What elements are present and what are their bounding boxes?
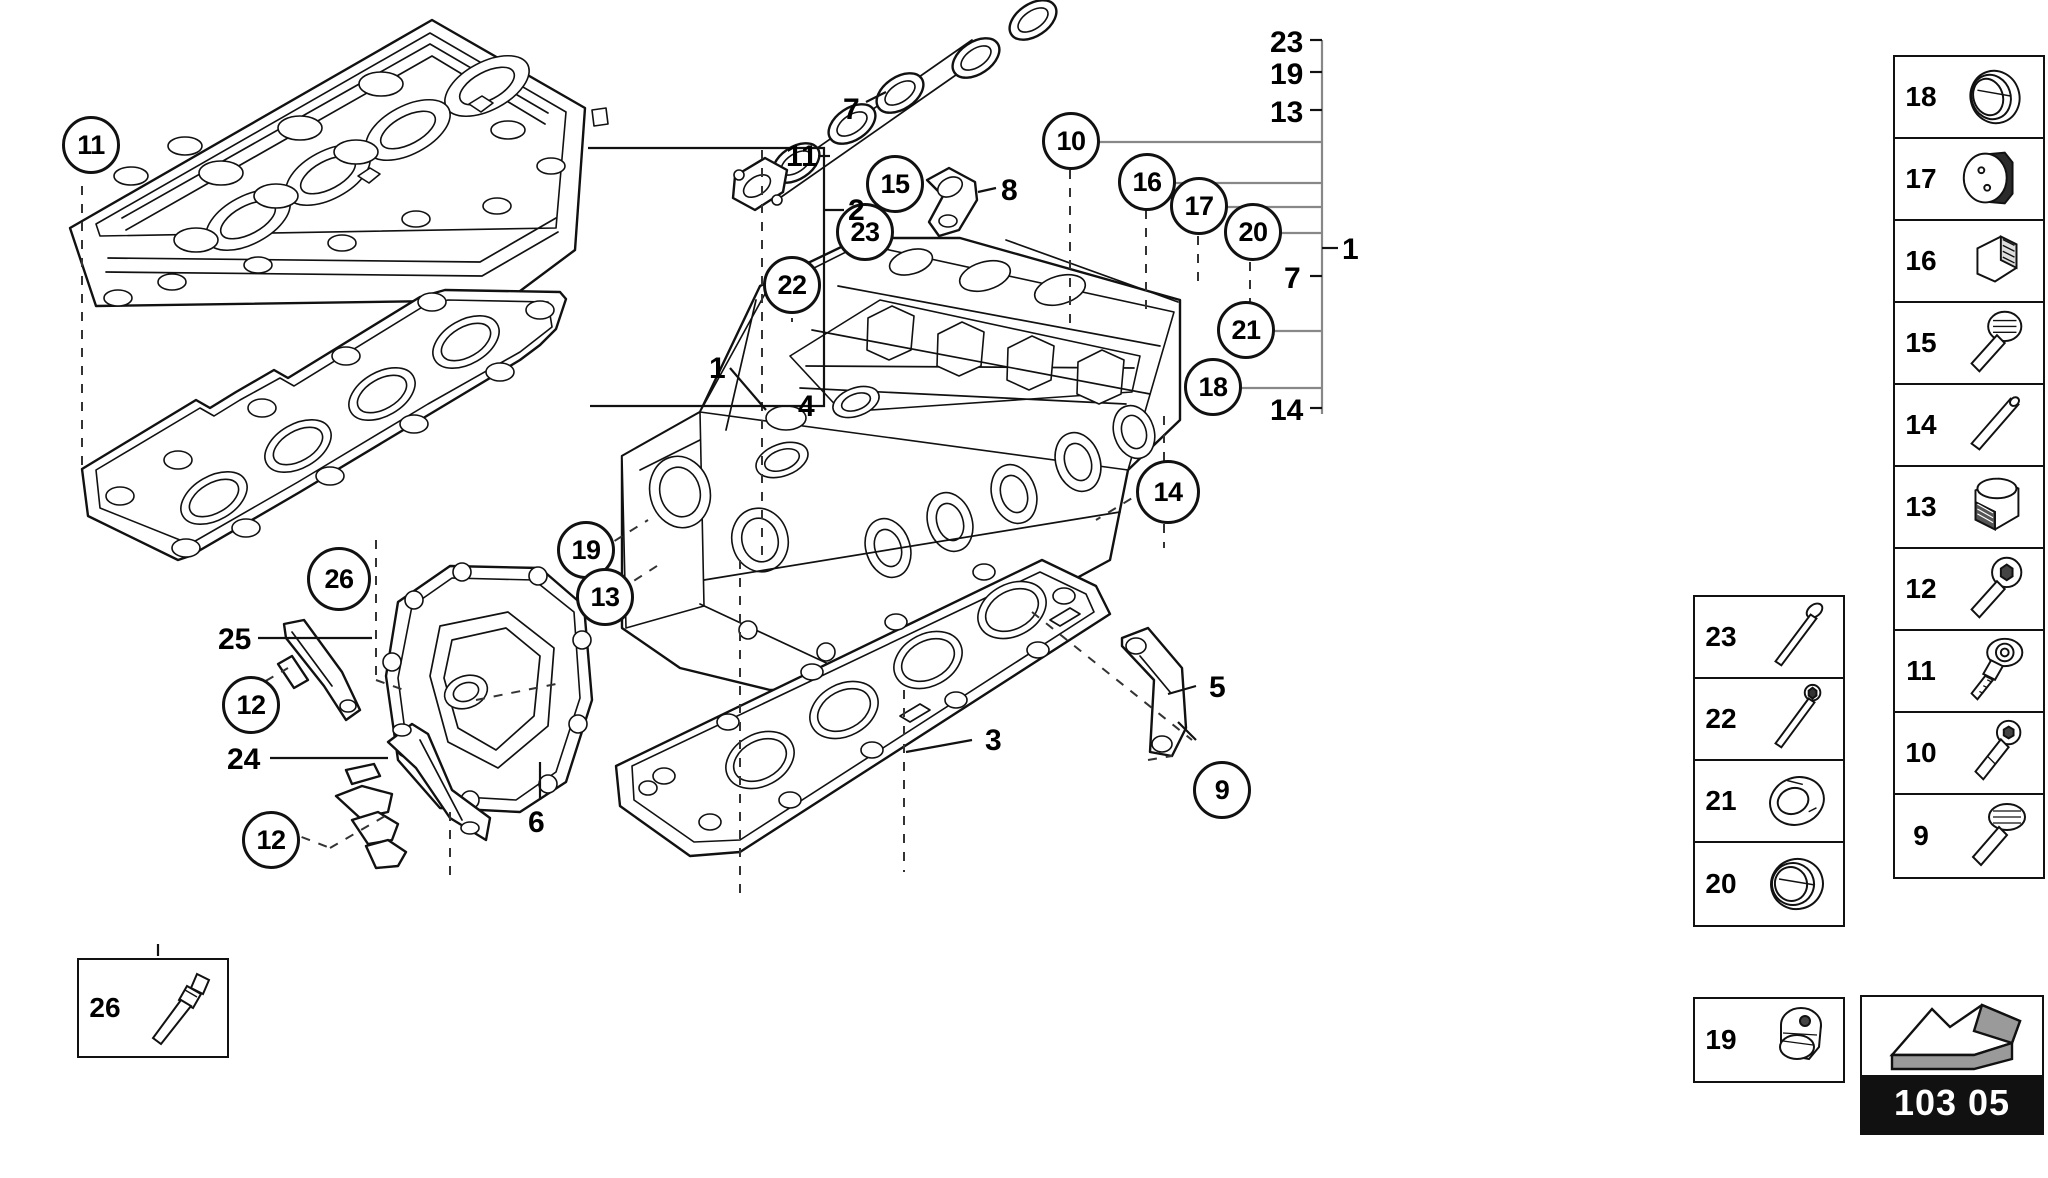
legend-row-12[interactable]: 12 bbox=[1895, 549, 2043, 631]
leader-label-7-top: 7 bbox=[843, 93, 860, 126]
sensor-screw-icon bbox=[1947, 631, 2043, 711]
legend-num-12: 12 bbox=[1905, 573, 1937, 604]
leader-label-19-right: 19 bbox=[1270, 58, 1304, 91]
cap-plug-icon bbox=[1947, 139, 2043, 219]
legend-row-22[interactable]: 22 bbox=[1695, 679, 1843, 761]
threaded-bushing-icon bbox=[1947, 467, 2043, 547]
part-lifting-eye bbox=[925, 166, 979, 238]
legend-num-26: 26 bbox=[89, 992, 121, 1023]
legend-num-14: 14 bbox=[1905, 409, 1937, 440]
leader-label-3: 3 bbox=[985, 724, 1002, 757]
callout-bubble-12-upper[interactable]: 12 bbox=[222, 676, 280, 734]
callout-bubble-16[interactable]: 16 bbox=[1118, 153, 1176, 211]
leader-label-4: 4 bbox=[798, 390, 815, 423]
legend-column-right: 18 17 16 15 bbox=[1893, 55, 2045, 879]
legend-num-21: 21 bbox=[1705, 785, 1737, 816]
socket-head-bolt-icon bbox=[1947, 713, 2043, 793]
leader-label-13-right: 13 bbox=[1270, 96, 1304, 129]
leader-label-8: 8 bbox=[1001, 174, 1018, 207]
legend-row-15[interactable]: 15 bbox=[1895, 303, 2043, 385]
callout-bubble-22[interactable]: 22 bbox=[763, 256, 821, 314]
long-stud-bolt-icon bbox=[1747, 597, 1843, 677]
part-cylinder-head-cover-gasket bbox=[80, 288, 568, 562]
callout-bubble-15[interactable]: 15 bbox=[866, 155, 924, 213]
leader-label-14-right: 14 bbox=[1270, 394, 1304, 427]
ring-seal-icon bbox=[1947, 57, 2043, 137]
temperature-sensor-icon bbox=[131, 960, 227, 1056]
legend-row-14[interactable]: 14 bbox=[1895, 385, 2043, 467]
callout-bubble-11[interactable]: 11 bbox=[62, 116, 120, 174]
part-intake-manifold-seal-set bbox=[731, 0, 1058, 212]
legend-num-23: 23 bbox=[1705, 621, 1737, 652]
callout-bubble-12-lower[interactable]: 12 bbox=[242, 811, 300, 869]
hex-socket-bolt-icon bbox=[1947, 549, 2043, 629]
part-cylinder-head-gasket bbox=[614, 558, 1112, 858]
leader-label-7-right: 7 bbox=[1284, 262, 1301, 295]
leader-label-2-bracket: 2 bbox=[848, 194, 865, 227]
long-screw-icon bbox=[1747, 679, 1843, 759]
leader-label-24: 24 bbox=[227, 743, 261, 776]
leader-label-1-right: 1 bbox=[1342, 233, 1359, 266]
legend-num-9: 9 bbox=[1913, 820, 1929, 851]
legend-row-13[interactable]: 13 bbox=[1895, 467, 2043, 549]
legend-num-17: 17 bbox=[1905, 163, 1937, 194]
callout-bubble-18[interactable]: 18 bbox=[1184, 358, 1242, 416]
callout-bubble-9[interactable]: 9 bbox=[1193, 761, 1251, 819]
page-corner-icon bbox=[1862, 997, 2042, 1075]
flange-bolt-icon bbox=[1947, 795, 2043, 877]
callout-bubble-26[interactable]: 26 bbox=[307, 547, 371, 611]
legend-num-13: 13 bbox=[1905, 491, 1937, 522]
callout-bubble-21[interactable]: 21 bbox=[1217, 301, 1275, 359]
part-bracket-clip bbox=[276, 618, 362, 722]
part-cylinder-head-cover bbox=[68, 18, 609, 308]
leader-label-1-left: 1 bbox=[709, 352, 726, 385]
legend-row-23[interactable]: 23 bbox=[1695, 597, 1843, 679]
legend-single-26[interactable]: 26 bbox=[77, 958, 229, 1058]
legend-row-20[interactable]: 20 bbox=[1695, 843, 1843, 925]
reference-badge: 103 05 bbox=[1860, 995, 2044, 1135]
callout-bubble-13[interactable]: 13 bbox=[576, 568, 634, 626]
legend-num-15: 15 bbox=[1905, 327, 1937, 358]
dowel-pin-icon bbox=[1947, 385, 2043, 465]
part-timing-chain-cover bbox=[382, 562, 594, 814]
legend-column-mid: 23 22 21 20 bbox=[1693, 595, 1845, 927]
leader-label-25: 25 bbox=[218, 623, 252, 656]
part-bracket-small bbox=[334, 722, 492, 870]
legend-row-11[interactable]: 11 bbox=[1895, 631, 2043, 713]
legend-num-18: 18 bbox=[1905, 81, 1937, 112]
leader-label-23-right: 23 bbox=[1270, 26, 1304, 59]
callout-bubble-14[interactable]: 14 bbox=[1136, 460, 1200, 524]
threaded-sleeve-icon bbox=[1947, 221, 2043, 301]
legend-row-21[interactable]: 21 bbox=[1695, 761, 1843, 843]
legend-row-16[interactable]: 16 bbox=[1895, 221, 2043, 303]
thrust-washer-icon bbox=[1747, 761, 1843, 841]
legend-single-19[interactable]: 19 bbox=[1693, 997, 1845, 1083]
sealing-ring-icon bbox=[1747, 843, 1843, 925]
stepped-plug-icon bbox=[1747, 999, 1843, 1081]
legend-num-10: 10 bbox=[1905, 737, 1937, 768]
legend-num-16: 16 bbox=[1905, 245, 1937, 276]
legend-num-11: 11 bbox=[1906, 655, 1936, 686]
legend-row-9[interactable]: 9 bbox=[1895, 795, 2043, 877]
legend-num-20: 20 bbox=[1705, 868, 1737, 899]
legend-row-10[interactable]: 10 bbox=[1895, 713, 2043, 795]
legend-num-19: 19 bbox=[1705, 1024, 1737, 1055]
callout-bubble-10[interactable]: 10 bbox=[1042, 112, 1100, 170]
reference-code: 103 05 bbox=[1862, 1075, 2042, 1133]
legend-row-17[interactable]: 17 bbox=[1895, 139, 2043, 221]
leader-label-6: 6 bbox=[528, 806, 545, 839]
callout-bubble-17[interactable]: 17 bbox=[1170, 177, 1228, 235]
leader-label-11-bracket: 11 bbox=[786, 140, 818, 173]
callout-bubble-20[interactable]: 20 bbox=[1224, 203, 1282, 261]
callout-bubble-23[interactable]: 23 bbox=[836, 203, 894, 261]
legend-num-22: 22 bbox=[1705, 703, 1737, 734]
knurled-bolt-icon bbox=[1947, 303, 2043, 383]
leader-label-5: 5 bbox=[1209, 671, 1226, 704]
legend-row-18[interactable]: 18 bbox=[1895, 57, 2043, 139]
